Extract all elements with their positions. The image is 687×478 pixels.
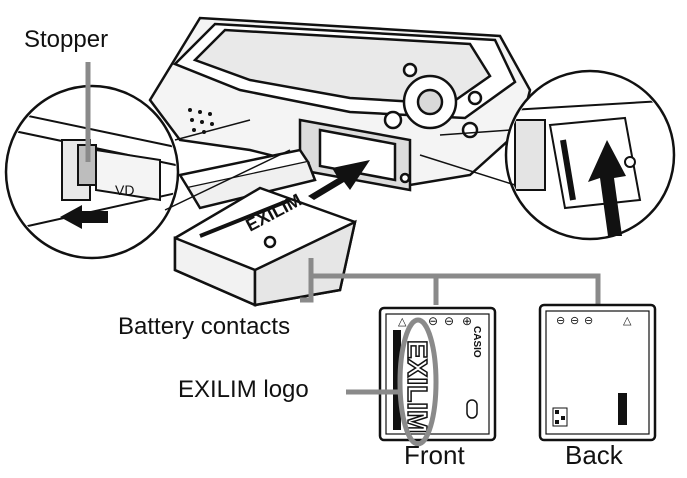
exilim-logo-text: EXILIM: [402, 340, 433, 433]
push-up-arrow-icon: [588, 140, 626, 236]
stopper-label: Stopper: [24, 26, 109, 53]
qr-label-icon: [552, 407, 568, 427]
battery-contacts-label: Battery contacts: [118, 313, 291, 340]
back-contact-minus-2: ⊖: [570, 315, 579, 327]
back-contact-minus: ⊖: [556, 315, 565, 327]
back-arrow-mark: △: [623, 315, 632, 327]
front-contact-plus: ⊕: [462, 314, 472, 328]
back-contact-minus-3: ⊖: [584, 315, 593, 327]
insert-arrow-icon: [308, 160, 370, 200]
exilim-logo-highlight: [397, 317, 439, 447]
battery-inserted-closeup-circle: [504, 69, 676, 241]
exilim-logo-label: EXILIM logo: [178, 376, 309, 403]
front-contact-minus-2: ⊖: [444, 314, 454, 328]
stopper-push-arrow-icon: [60, 205, 108, 229]
battery-contacts-leader: [300, 258, 601, 305]
back-label: Back: [565, 440, 623, 470]
battery-front: △ ⊖ ⊖ ⊕ EXILIM CASIO: [378, 306, 497, 447]
front-arrow-mark: △: [398, 316, 407, 328]
front-label: Front: [404, 440, 465, 470]
camera-body: [148, 16, 532, 210]
battery-back: ⊖ ⊖ ⊖ △: [538, 303, 657, 442]
stopper-closeup-circle: VD: [4, 84, 180, 260]
casio-mark-text: CASIO: [471, 326, 482, 358]
front-contact-minus: ⊖: [428, 314, 438, 328]
svg-text:VD: VD: [115, 182, 134, 198]
